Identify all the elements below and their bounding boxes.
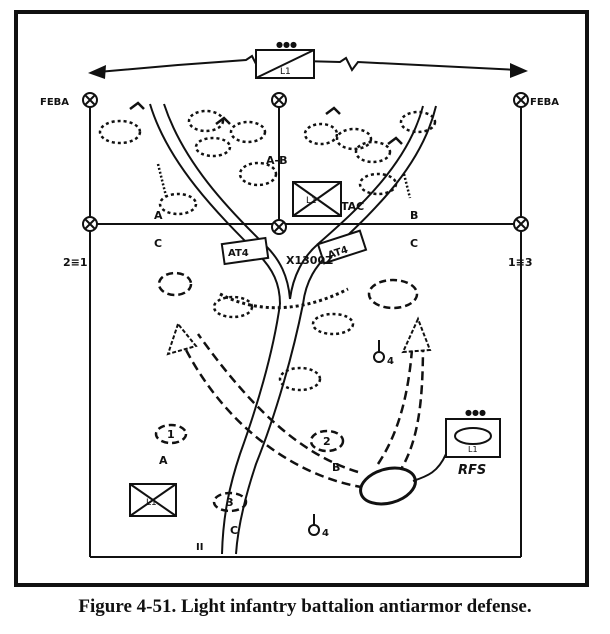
svg-text:●●●: ●●●	[465, 408, 486, 417]
base-mark: II	[196, 542, 203, 553]
coord-point-feba-left	[82, 92, 98, 108]
boundary-left-a-label: A	[154, 209, 163, 222]
fighting-positions	[98, 109, 437, 392]
rfs-label: RFS	[458, 463, 486, 478]
at-position-left-label: AT4	[228, 248, 249, 259]
left-counterattack-arrowhead	[166, 321, 198, 356]
top-unit-label: L1	[280, 67, 291, 77]
at-position-right: AT4	[316, 229, 368, 265]
objective-label: X1300Z	[286, 254, 333, 267]
boundary-ab-label: A-B	[266, 154, 287, 167]
boundary-right-c-label: C	[410, 237, 418, 250]
boundary-right-b-label: B	[410, 209, 418, 222]
rfs-unit-symbol: ●●● L1 RFS	[445, 408, 501, 478]
right-arrowhead	[510, 63, 528, 78]
figure-caption: Figure 4-51. Light infantry battalion an…	[78, 596, 532, 617]
flank-left-label: 2≡1	[63, 256, 88, 269]
sector-ovals	[154, 271, 419, 513]
coord-point-center-mid	[271, 219, 287, 235]
left-arrowhead	[88, 65, 106, 79]
marker-4: 4	[373, 340, 394, 367]
coord-point-center-top	[271, 92, 287, 108]
flank-right-label: 1≡3	[508, 256, 533, 269]
right-counterattack-arrowhead	[401, 316, 432, 354]
at-position-left: AT4	[220, 236, 270, 266]
tactical-diagram: ●●● L1 FEBA FEBA A-B A C B C 2≡1 1≡3 AT4…	[40, 40, 559, 558]
coord-point-feba-right	[513, 92, 529, 108]
obstacle-line	[219, 287, 349, 310]
position-a-number: 1	[167, 428, 175, 441]
obstacle-marks	[129, 101, 412, 199]
svg-text:4: 4	[322, 528, 329, 539]
tac-label: TAC	[341, 200, 364, 213]
boundary-left-c-label: C	[154, 237, 162, 250]
bottom-unit-label: L1	[146, 498, 157, 508]
road-network	[149, 103, 437, 555]
position-b-letter: B	[332, 461, 340, 474]
position-a-letter: A	[159, 454, 168, 467]
position-3-letter: C	[230, 524, 238, 537]
coord-point-left-mid	[82, 216, 98, 232]
reserve-position	[359, 453, 447, 506]
svg-text:4: 4	[387, 356, 394, 367]
feba-right-label: FEBA	[530, 97, 559, 108]
top-unit-symbol: ●●● L1	[255, 40, 315, 79]
position-3-number: 3	[226, 496, 234, 509]
position-b-number: 2	[323, 435, 331, 448]
feba-left-label: FEBA	[40, 97, 69, 108]
figure-frame: ●●● L1 FEBA FEBA A-B A C B C 2≡1 1≡3 AT4…	[14, 10, 589, 587]
rfs-unit-label: L1	[468, 445, 478, 454]
marker-4b: 4	[308, 514, 329, 539]
counterattack-arrows	[181, 333, 425, 491]
bottom-unit-symbol: L1	[129, 483, 177, 517]
svg-text:●●●: ●●●	[276, 40, 297, 49]
tac-unit-symbol: L1 TAC	[292, 181, 364, 217]
tac-unit-label: L1	[306, 196, 317, 206]
coord-point-right-mid	[513, 216, 529, 232]
